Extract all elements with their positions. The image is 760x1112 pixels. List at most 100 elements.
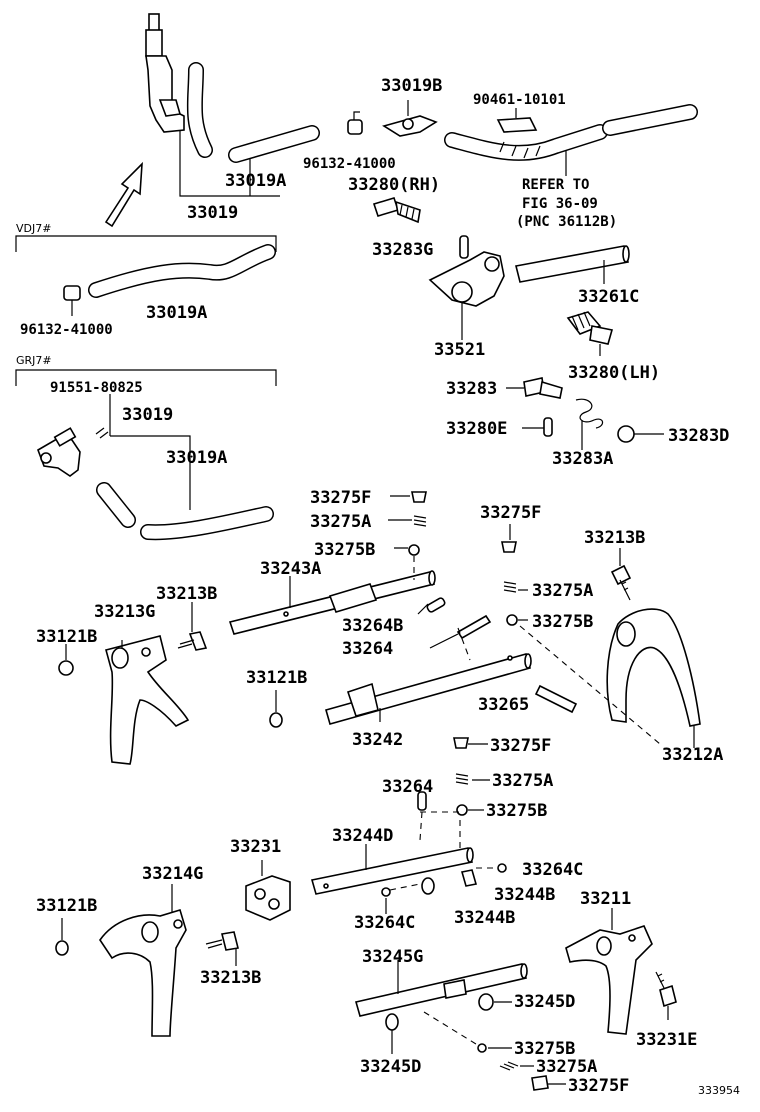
callout-33280-lh: 33280(LH) [568, 363, 660, 383]
callout-33283d: 33283D [668, 426, 729, 446]
callout-33121b-3: 33121B [36, 896, 97, 916]
bolt-33213b-left [177, 602, 208, 651]
dashed-guide [419, 811, 460, 841]
callout-33019a-vdj: 33019A [146, 303, 207, 323]
detent-parts-right [506, 377, 664, 450]
leader [429, 633, 459, 649]
group-vdj7: VDJ7# [15, 222, 277, 316]
group-label-grj7: GRJ7# [16, 354, 52, 367]
breather-valve-assembly [145, 13, 185, 133]
reference-line-1: REFER TO [522, 177, 589, 193]
callout-33231e: 33231E [636, 1030, 697, 1050]
plug-spring-ball-4 [477, 1043, 566, 1091]
washer-33121b-1 [58, 660, 74, 676]
callout-33275f-1: 33275F [310, 488, 371, 508]
callout-33275b-1: 33275B [314, 540, 375, 560]
bolt-33213b-3 [205, 931, 239, 966]
callout-33121b-1: 33121B [36, 627, 97, 647]
figure-number: 333954 [698, 1084, 740, 1097]
shift-shaft-33243a [228, 556, 436, 635]
callout-33019-top: 33019 [187, 203, 238, 223]
callout-33213b-2: 33213B [584, 528, 645, 548]
hose-clip-96132 [347, 111, 363, 135]
plug-33244b [460, 869, 478, 887]
bolt-33280-rh [372, 197, 421, 224]
callout-33264c-2: 33264C [354, 913, 415, 933]
plug-spring-ball-1 [388, 491, 427, 556]
plug-33245d-1 [478, 993, 494, 1011]
plug-33245d-2 [385, 1013, 399, 1031]
ball-33264c-2 [381, 887, 391, 897]
callout-33231: 33231 [230, 837, 281, 857]
pin-33264-mid [417, 791, 427, 811]
callout-33212a: 33212A [662, 745, 723, 765]
leader [417, 603, 429, 615]
direction-arrow [104, 161, 143, 228]
leader [179, 130, 280, 197]
callout-33213b-1: 33213B [156, 584, 217, 604]
group-label-vdj7: VDJ7# [16, 222, 51, 235]
shift-shaft-33242 [325, 627, 532, 725]
shift-head-33231 [245, 860, 291, 921]
callout-96132-41000-top: 96132-41000 [303, 156, 396, 172]
bolt-33231e [655, 971, 677, 1020]
callout-33275a-1: 33275A [310, 512, 371, 532]
callout-33264-1: 33264 [342, 639, 393, 659]
callout-96132-41000-vdj: 96132-41000 [20, 322, 113, 338]
bolt-33280-lh [566, 311, 614, 356]
shift-shaft-33244d [310, 844, 474, 895]
shift-selector-33521 [428, 251, 505, 340]
dashed-guide [389, 883, 421, 891]
callout-33275f-2: 33275F [480, 503, 541, 523]
callout-91551-80825: 91551-80825 [50, 380, 143, 396]
group-grj7: GRJ7# [15, 354, 277, 541]
washer-33121b-2 [269, 712, 283, 728]
callout-33213g: 33213G [94, 602, 155, 622]
callout-33283g: 33283G [372, 240, 433, 260]
callout-33265: 33265 [478, 695, 529, 715]
callout-33245d-2: 33245D [360, 1057, 421, 1077]
rod-33265 [534, 684, 578, 714]
callout-33275b-2: 33275B [532, 612, 593, 632]
callout-33019-grj: 33019 [122, 405, 173, 425]
shift-fork-33211 [565, 908, 653, 1035]
shift-fork-33214g [99, 884, 187, 1037]
callout-33261c: 33261C [578, 287, 639, 307]
callout-33275a-3: 33275A [492, 771, 553, 791]
shaft-33261c [515, 245, 630, 284]
callout-33244b-2: 33244B [454, 908, 515, 928]
callout-33275f-4: 33275F [568, 1076, 629, 1096]
callout-33264-2: 33264 [382, 777, 433, 797]
dashed-guide [519, 625, 661, 745]
callout-33275f-3: 33275F [490, 736, 551, 756]
callout-33019b: 33019B [381, 76, 442, 96]
ball-33264c [497, 863, 507, 873]
callout-33244d: 33244D [332, 826, 393, 846]
callout-33264b: 33264B [342, 616, 403, 636]
callout-33280e: 33280E [446, 419, 507, 439]
callout-33242: 33242 [352, 730, 403, 750]
shift-shaft-33245g [354, 960, 528, 1017]
reference-line-2: FIG 36-09 [522, 196, 598, 212]
callout-33283a: 33283A [552, 449, 613, 469]
callout-33245d-1: 33245D [514, 992, 575, 1012]
callout-33283: 33283 [446, 379, 497, 399]
callout-33019a-top: 33019A [225, 171, 286, 191]
callout-33121b-2: 33121B [246, 668, 307, 688]
plug-spring-ball-3 [453, 737, 490, 850]
hose-vertical [186, 62, 213, 158]
hose-33019a-top [228, 125, 320, 163]
plug-spring-ball-2 [501, 524, 528, 626]
hose-to-fig-36-09 [444, 104, 698, 176]
callout-33275a-2: 33275A [532, 581, 593, 601]
reference-line-3: (PNC 36112B) [516, 214, 617, 230]
dashed-guide [423, 1011, 477, 1045]
callout-33275b-4: 33275B [514, 1039, 575, 1059]
callout-33244b-1: 33244B [494, 885, 555, 905]
callout-33019a-grj: 33019A [166, 448, 227, 468]
callout-33245g: 33245G [362, 947, 423, 967]
pin-33264 [456, 614, 492, 640]
callout-33264c-1: 33264C [522, 860, 583, 880]
bolt-33213b-right [610, 548, 632, 601]
callout-33280-rh: 33280(RH) [348, 175, 440, 195]
